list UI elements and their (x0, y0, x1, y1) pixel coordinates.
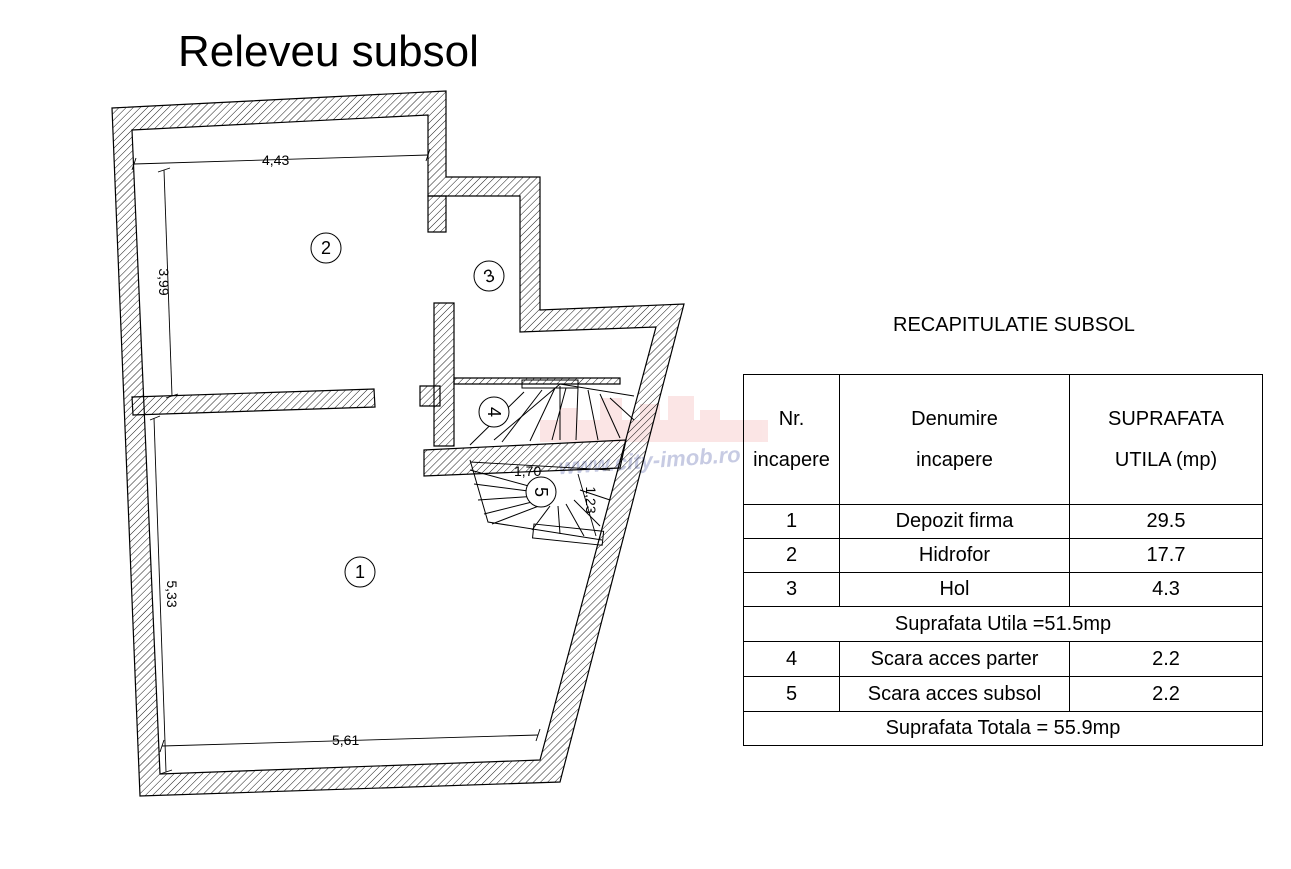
row-nr: 1 (743, 504, 840, 539)
dimension-lines (131, 148, 611, 775)
room-marker-1: 1 (344, 556, 376, 588)
dim-5-33: 5,33 (164, 580, 180, 607)
row-nr: 3 (743, 572, 840, 607)
room-marker-3: 3 (473, 260, 505, 292)
dim-5-61: 5,61 (332, 732, 359, 748)
dim-4-43: 4,43 (262, 152, 289, 168)
row-nr: 4 (743, 641, 840, 677)
summary-table: Nr. incapere Denumire incapere SUPRAFATA… (743, 374, 1263, 746)
row-name: Depozit firma (839, 504, 1070, 539)
dim-3-99: 3,99 (156, 268, 172, 295)
table-row: 1 Depozit firma 29.5 (743, 504, 1263, 539)
row-name: Hidrofor (839, 538, 1070, 573)
header-name-line1: Denumire (911, 407, 998, 430)
room-number-5: 5 (531, 487, 551, 497)
row-area: 17.7 (1069, 538, 1263, 573)
total-row: Suprafata Totala = 55.9mp (743, 711, 1263, 746)
dim-1-70: 1,70 (514, 463, 541, 479)
header-area-line2: UTILA (mp) (1114, 448, 1218, 471)
stair-4 (469, 379, 635, 446)
header-nr: Nr. incapere (743, 374, 840, 505)
row-name: Scara acces subsol (839, 676, 1070, 712)
room-markers: 2 3 4 5 1 (310, 232, 557, 588)
room-marker-5: 5 (525, 476, 557, 508)
header-nr-line1: Nr. (778, 407, 805, 430)
dimension-labels: 4,43 3,99 5,33 5,61 1,70 1,23 (156, 152, 599, 748)
room-marker-2: 2 (310, 232, 342, 264)
header-area: SUPRAFATA UTILA (mp) (1069, 374, 1263, 505)
table-row: 2 Hidrofor 17.7 (743, 538, 1263, 573)
header-nr-line2: incapere (753, 448, 830, 471)
header-name-line2: incapere (916, 448, 993, 471)
summary-title: RECAPITULATIE SUBSOL (893, 314, 1135, 336)
room-number-4: 4 (484, 407, 504, 417)
row-name: Hol (839, 572, 1070, 607)
outer-walls (111, 90, 685, 797)
header-area-line1: SUPRAFATA (1108, 407, 1224, 430)
subtotal-row: Suprafata Utila =51.5mp (743, 606, 1263, 642)
row-name: Scara acces parter (839, 641, 1070, 677)
header-row: Nr. incapere Denumire incapere SUPRAFATA… (743, 374, 1263, 505)
row-area: 2.2 (1069, 641, 1263, 677)
room-number-2: 2 (321, 238, 331, 258)
row-nr: 5 (743, 676, 840, 712)
row-area: 4.3 (1069, 572, 1263, 607)
header-name: Denumire incapere (839, 374, 1070, 505)
table-row: 4 Scara acces parter 2.2 (743, 641, 1263, 677)
total-cell: Suprafata Totala = 55.9mp (743, 711, 1263, 746)
subtotal-cell: Suprafata Utila =51.5mp (743, 606, 1263, 642)
table-row: 5 Scara acces subsol 2.2 (743, 676, 1263, 712)
room-number-1: 1 (355, 562, 365, 582)
row-area: 2.2 (1069, 676, 1263, 712)
room-marker-4: 4 (478, 396, 510, 428)
page-title: Releveu subsol (178, 27, 479, 76)
row-nr: 2 (743, 538, 840, 573)
dim-1-23: 1,23 (583, 486, 599, 513)
table-row: 3 Hol 4.3 (743, 572, 1263, 607)
row-area: 29.5 (1069, 504, 1263, 539)
